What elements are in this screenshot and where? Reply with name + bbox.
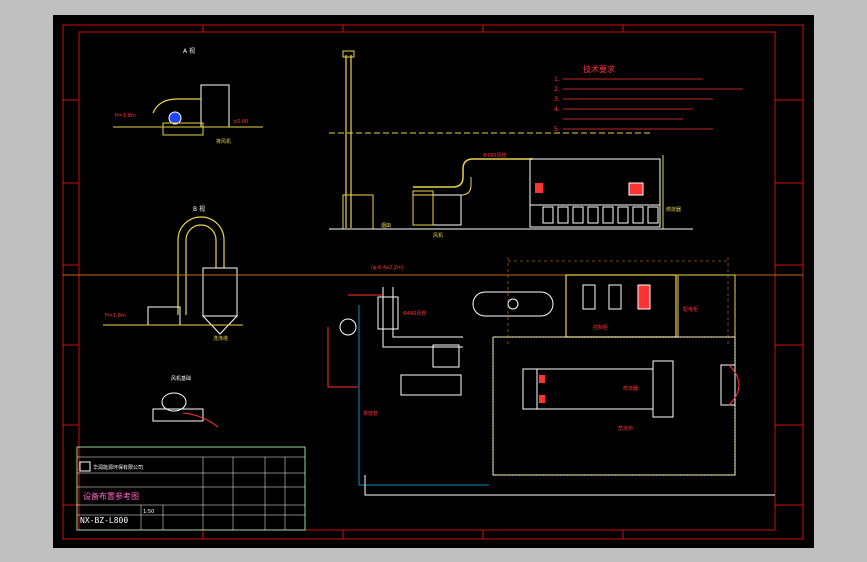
plan-view: (φ-0.4x2.2m) Φ400风管 排放管 控制柜 配电柜 燃烧器 焚烧炉 <box>63 257 803 496</box>
elevation-view: Φ700风管 烟囱 风机 燃烧器 <box>329 50 693 239</box>
svg-text:燃烧器: 燃烧器 <box>666 206 681 213</box>
svg-text:排风机: 排风机 <box>216 138 231 145</box>
svg-text:±0.00: ±0.00 <box>233 119 248 125</box>
view-b-label: B 视 <box>193 205 205 213</box>
svg-text:风机: 风机 <box>433 232 443 239</box>
title-block: 华润能源环保有限公司 设备布置参考图 NX-BZ-L800 1:50 <box>76 446 306 531</box>
svg-text:配电柜: 配电柜 <box>683 306 698 313</box>
svg-text:烟囱: 烟囱 <box>381 222 391 229</box>
svg-text:H=1.8m: H=1.8m <box>105 313 126 319</box>
svg-text:3.: 3. <box>554 96 560 103</box>
svg-text:5.: 5. <box>554 126 560 133</box>
svg-text:风机基础: 风机基础 <box>171 375 191 382</box>
svg-text:燃烧器: 燃烧器 <box>623 385 638 392</box>
svg-text:控制柜: 控制柜 <box>593 324 608 331</box>
svg-text:Φ700风管: Φ700风管 <box>483 152 506 159</box>
cad-drawing-viewport[interactable]: A 视 H=1.8m ±0.00 排风机 <box>53 15 814 548</box>
furnace-body <box>529 158 661 206</box>
company-name: 华润能源环保有限公司 <box>93 464 143 471</box>
view-b-scrubber: B 视 H=1.8m 洗涤塔 <box>103 205 243 342</box>
zone-ticks <box>63 25 803 539</box>
svg-text:1.: 1. <box>554 76 560 83</box>
svg-text:(φ-0.4x2.2m): (φ-0.4x2.2m) <box>371 265 404 271</box>
drawing-number: NX-BZ-L800 <box>80 516 128 525</box>
svg-text:排放管: 排放管 <box>363 410 378 417</box>
scale-value: 1:50 <box>143 509 154 515</box>
drawing-sheet: A 视 H=1.8m ±0.00 排风机 <box>62 24 804 540</box>
inner-frame <box>78 31 776 531</box>
furnace-room <box>492 336 736 476</box>
view-a-label: A 视 <box>183 47 195 55</box>
outer-frame <box>62 24 804 540</box>
notes-title: 技术要求 <box>583 64 615 74</box>
svg-text:焚烧炉: 焚烧炉 <box>618 425 633 432</box>
svg-text:Φ400风管: Φ400风管 <box>403 310 426 317</box>
svg-text:4.: 4. <box>554 106 560 113</box>
fan-detail: 风机基础 <box>152 375 219 428</box>
air-tank <box>472 291 554 317</box>
drawing-title: 设备布置参考图 <box>83 491 139 501</box>
svg-text:洗涤塔: 洗涤塔 <box>213 335 228 342</box>
svg-text:2.: 2. <box>554 86 560 93</box>
technical-notes: 技术要求 1. 2. 3. 4. 5. <box>554 64 743 133</box>
view-a-fan-assembly: A 视 H=1.8m ±0.00 排风机 <box>113 47 263 145</box>
svg-text:H=1.8m: H=1.8m <box>115 113 136 119</box>
